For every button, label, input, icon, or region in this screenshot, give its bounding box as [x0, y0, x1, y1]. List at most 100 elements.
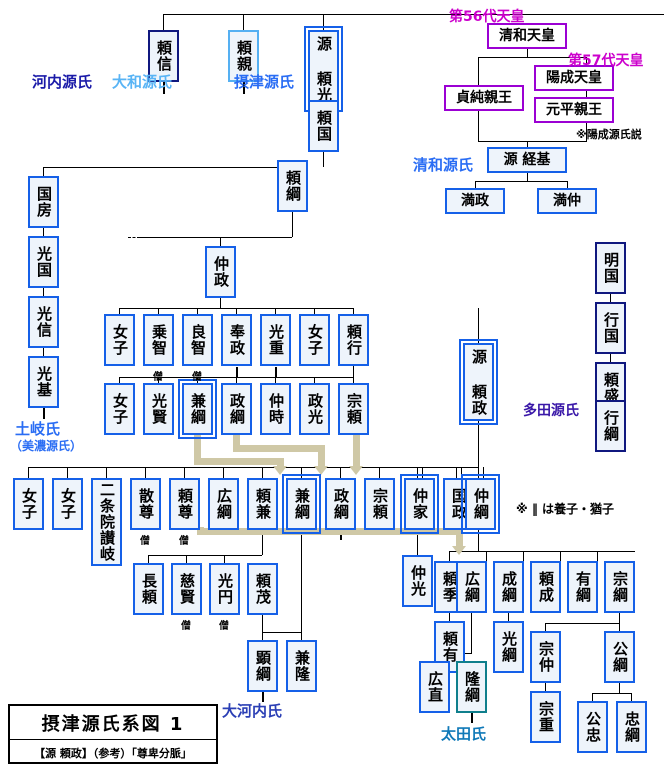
person-box-kanetaka[interactable]: 兼隆: [286, 640, 317, 692]
person-name: 女子: [59, 488, 77, 520]
person-box-nakamasa[interactable]: 仲政: [205, 246, 236, 298]
line-munetsuna-children-bar: [545, 623, 620, 624]
person-box-hirotsuna-mid[interactable]: 広綱: [208, 478, 239, 530]
person-box-yozei-tenno[interactable]: 陽成天皇: [534, 65, 614, 91]
person-box-joshi-a[interactable]: 女子: [104, 314, 135, 366]
person-box-naritsuna[interactable]: 成綱: [493, 561, 524, 613]
person-box-yorishige[interactable]: 頼茂: [247, 563, 278, 615]
person-box-muneshige[interactable]: 宗重: [530, 691, 561, 743]
person-box-joshi-c[interactable]: 女子: [104, 383, 135, 435]
clan-label-settsu: 摂津源氏: [234, 73, 295, 91]
note-yozei-genji: ※陽成源氏説: [576, 128, 642, 141]
line-drop-nagayori: [148, 555, 149, 563]
person-box-muneyori[interactable]: 宗頼: [364, 478, 395, 530]
person-box-jiken[interactable]: 慈賢: [171, 563, 202, 615]
chart-subtitle: 【源 頼政】（参考）「尊卑分脈」: [34, 746, 192, 760]
person-name: 頼綱: [284, 170, 302, 202]
person-box-nakamitsu[interactable]: 仲光: [402, 555, 433, 607]
person-box-nagayori[interactable]: 長頼: [133, 563, 164, 615]
person-box-muneyori-top[interactable]: 宗頼: [338, 383, 369, 435]
person-box-mitsunobu[interactable]: 光信: [28, 296, 59, 348]
person-box-nijoin-sanuki[interactable]: 二条院讃岐: [91, 478, 122, 566]
line-kunifusa-mitsukuni: [43, 228, 44, 236]
person-box-mitsunaka[interactable]: 満仲: [537, 188, 597, 214]
person-box-minamoto-yorimasa[interactable]: 源 頼政: [459, 339, 498, 425]
line-drop-raison: [184, 467, 185, 478]
person-box-kunifusa[interactable]: 国房: [28, 176, 59, 228]
person-box-nakaie[interactable]: 仲家: [400, 474, 439, 534]
person-box-raison[interactable]: 頼尊: [169, 478, 200, 530]
person-box-aritsuna[interactable]: 有綱: [567, 561, 598, 613]
line-drop-munetsuna: [597, 551, 598, 561]
person-box-yoritsuna[interactable]: 頼綱: [277, 160, 308, 212]
person-box-sanson[interactable]: 散尊: [130, 478, 161, 530]
person-name: 光重: [267, 324, 285, 356]
person-box-yorinari[interactable]: 頼成: [530, 561, 561, 613]
person-box-hironao[interactable]: 広直: [419, 661, 450, 713]
person-box-akikuni[interactable]: 明国: [595, 242, 626, 294]
line-yoriyuki-down: [353, 366, 354, 377]
person-box-yorikane[interactable]: 頼兼: [247, 478, 278, 530]
person-box-yukikuni[interactable]: 行国: [595, 302, 626, 354]
line-drop-muneyori: [379, 467, 380, 478]
person-box-yorikuni[interactable]: 頼国: [308, 100, 339, 152]
person-box-takatsuna[interactable]: 隆綱: [456, 661, 487, 713]
line-dash-tomomasa: [236, 367, 238, 377]
person-box-akitsuna[interactable]: 顕綱: [247, 640, 278, 692]
person-box-mitsutsuna[interactable]: 光綱: [493, 621, 524, 673]
person-box-kintsuna[interactable]: 公綱: [604, 631, 635, 683]
person-box-hirotsuna[interactable]: 広綱: [456, 561, 487, 613]
person-box-tomomasa[interactable]: 奉政: [221, 314, 252, 366]
person-box-masatsuna-top[interactable]: 政綱: [221, 383, 252, 435]
person-name: 光円: [216, 573, 234, 605]
person-box-masatsuna[interactable]: 政綱: [325, 478, 356, 530]
person-box-nakatsuna[interactable]: 仲綱: [461, 474, 500, 534]
person-name: 国政: [450, 488, 468, 520]
line-yorikuni-children-bar: [43, 167, 293, 168]
person-box-nakatoki[interactable]: 仲時: [260, 383, 291, 435]
person-name: 長頼: [140, 573, 158, 605]
person-box-munenaka[interactable]: 宗仲: [530, 631, 561, 683]
adoption-arrow-kanetsuna: [273, 466, 287, 475]
person-name: 仲家: [411, 488, 429, 520]
person-name: 頼尊: [176, 488, 194, 520]
person-name: 女子: [111, 393, 129, 425]
line-yozei-motohira: [586, 91, 587, 97]
person-box-seiwa-tenno[interactable]: 清和天皇: [487, 23, 567, 49]
person-box-yorichika[interactable]: 頼親: [228, 30, 259, 82]
person-name: 宗仲: [537, 641, 555, 673]
line-dash-ota: [471, 713, 473, 723]
person-name: 光信: [35, 306, 53, 338]
line-drop-jochi: [158, 308, 159, 314]
person-box-ryochi[interactable]: 良智: [182, 314, 213, 366]
person-box-mitsumasa[interactable]: 満政: [445, 188, 505, 214]
person-box-yukitsuna[interactable]: 行綱: [595, 400, 626, 452]
person-box-yorinobu[interactable]: 頼信: [148, 30, 179, 82]
person-box-mitsukuni[interactable]: 光国: [28, 236, 59, 288]
person-box-minamoto-tsunemoto[interactable]: 源 経基: [487, 147, 567, 173]
person-box-kanetsuna[interactable]: 兼綱: [282, 474, 321, 534]
person-box-jochi[interactable]: 乗智: [143, 314, 174, 366]
person-box-kanetsuna-top[interactable]: 兼綱: [178, 379, 217, 439]
person-box-minamoto-yorimitsu[interactable]: 源 頼光: [304, 26, 343, 112]
person-box-motohira-shinno[interactable]: 元平親王: [534, 97, 614, 123]
line-akitsuna-bar: [262, 632, 302, 633]
line-seiwa-children-bar: [478, 57, 586, 58]
person-box-mitsumoto[interactable]: 光基: [28, 356, 59, 408]
person-name: 慈賢: [178, 573, 196, 605]
person-box-sadazumi-shinno[interactable]: 貞純親王: [444, 85, 524, 111]
person-box-yoriyuki[interactable]: 頼行: [338, 314, 369, 366]
person-box-masamitsu[interactable]: 政光: [299, 383, 330, 435]
person-name: 行綱: [602, 410, 620, 442]
person-box-tadatsuna[interactable]: 忠綱: [616, 701, 647, 753]
person-box-munetsuna[interactable]: 宗綱: [604, 561, 635, 613]
person-box-joshi-b[interactable]: 女子: [299, 314, 330, 366]
line-mitsukuni-mitsunobu: [43, 288, 44, 296]
person-box-joshi-d[interactable]: 女子: [13, 478, 44, 530]
line-top-spine: [163, 14, 664, 15]
person-box-mitsukata[interactable]: 光賢: [143, 383, 174, 435]
person-box-mitsushige[interactable]: 光重: [260, 314, 291, 366]
person-box-joshi-e[interactable]: 女子: [52, 478, 83, 530]
person-box-kintada[interactable]: 公忠: [577, 701, 608, 753]
person-box-koen[interactable]: 光円: [209, 563, 240, 615]
